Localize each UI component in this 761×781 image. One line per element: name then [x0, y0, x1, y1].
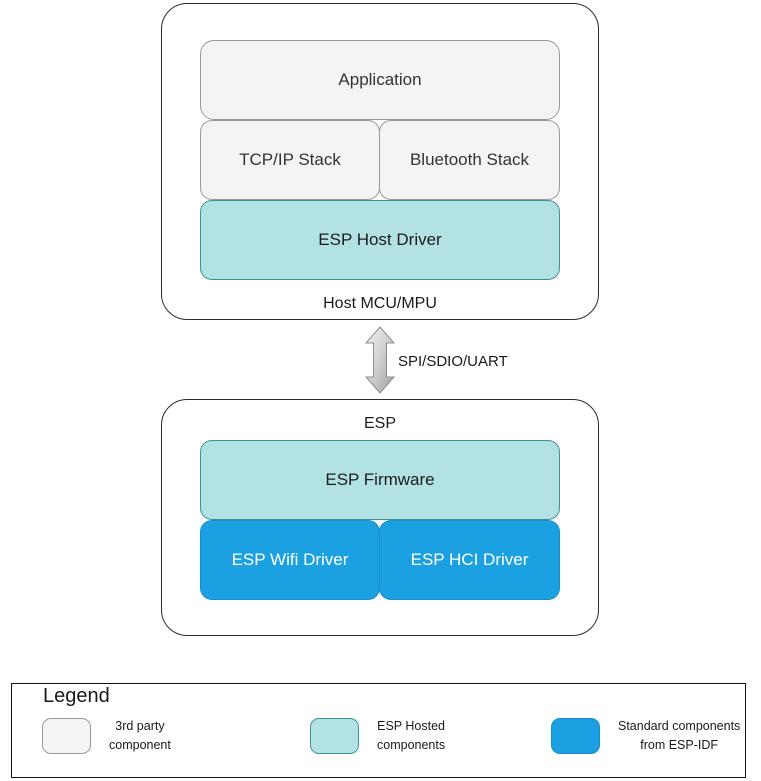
esp-group-label: ESP	[363, 415, 396, 432]
legend-label-esp-hosted: ESP Hosted components	[377, 719, 446, 752]
legend-swatch-esp-idf	[551, 718, 600, 754]
legend-swatch-third-party	[42, 718, 91, 754]
legend-item-esp-hosted: ESP Hosted components	[310, 716, 445, 756]
block-bluetooth-stack[interactable]: Bluetooth Stack	[379, 120, 560, 200]
block-application[interactable]: Application	[200, 40, 560, 120]
host-mcu-group-label: Host MCU/MPU	[323, 295, 437, 312]
block-esp-wifi-driver[interactable]: ESP Wifi Driver	[200, 520, 380, 600]
block-esp-hci-driver-label: ESP HCI Driver	[410, 549, 529, 569]
legend-title: Legend	[43, 685, 110, 707]
block-tcpip-stack[interactable]: TCP/IP Stack	[200, 120, 380, 200]
legend-label-third-party: 3rd party component	[109, 719, 171, 752]
spi-sdio-uart-arrow-icon	[364, 326, 396, 394]
block-esp-firmware-label: ESP Firmware	[325, 469, 435, 489]
legend-swatch-esp-hosted	[310, 718, 359, 754]
block-esp-host-driver-label: ESP Host Driver	[318, 229, 442, 249]
block-esp-firmware[interactable]: ESP Firmware	[200, 440, 560, 520]
legend-item-esp-idf: Standard components from ESP-IDF	[551, 716, 740, 756]
block-application-label: Application	[338, 69, 422, 89]
legend-panel	[11, 683, 746, 778]
legend-item-third-party: 3rd party component	[42, 716, 171, 756]
block-esp-hci-driver[interactable]: ESP HCI Driver	[379, 520, 560, 600]
block-esp-wifi-driver-label: ESP Wifi Driver	[231, 549, 349, 569]
block-tcpip-stack-label: TCP/IP Stack	[239, 149, 341, 169]
block-bluetooth-stack-label: Bluetooth Stack	[409, 149, 530, 169]
block-esp-host-driver[interactable]: ESP Host Driver	[200, 200, 560, 280]
interconnect-label: SPI/SDIO/UART	[398, 353, 508, 370]
legend-label-esp-idf: Standard components from ESP-IDF	[618, 719, 741, 752]
